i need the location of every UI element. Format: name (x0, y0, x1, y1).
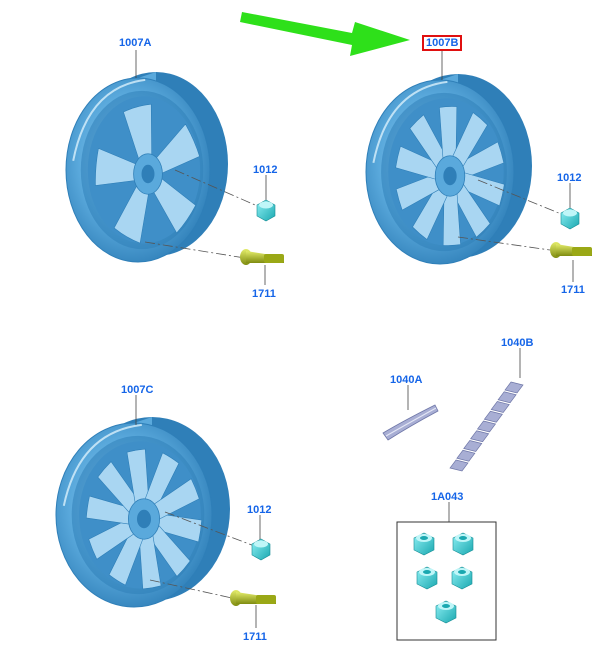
balance-weight-1040b (449, 381, 524, 472)
wheel-1007a (65, 72, 228, 263)
lock-nuts (413, 532, 474, 624)
lock-nut (416, 566, 438, 590)
wheel-1007b (365, 74, 532, 265)
label-1012-c: 1012 (247, 504, 272, 516)
lug-nut-1012-a (256, 199, 276, 222)
lock-nut (452, 532, 474, 556)
label-1012-b: 1012 (557, 172, 582, 184)
label-1040a: 1040A (390, 374, 423, 386)
pointer-arrow (240, 12, 410, 56)
lug-nut-1012-c (251, 538, 271, 561)
wheel-bolt-1711-a (240, 249, 284, 265)
wheel-1007c (55, 417, 230, 608)
label-1711-b: 1711 (561, 284, 585, 296)
wheel-bolt-1711-b (550, 242, 592, 258)
label-1a043: 1A043 (431, 491, 464, 503)
wheel-bolt-1711-c (230, 590, 276, 606)
balance-weight-1040a (382, 404, 439, 441)
dash-lines (144, 169, 567, 599)
label-1007a: 1007A (119, 37, 152, 49)
label-1711-c: 1711 (243, 631, 267, 643)
lock-nut (413, 532, 435, 556)
label-1007b: 1007B (422, 35, 463, 51)
lock-nut (451, 566, 473, 590)
label-1711-a: 1711 (252, 288, 276, 300)
lug-nut-1012-b (560, 207, 580, 230)
label-1007c: 1007C (121, 384, 154, 396)
label-1012-a: 1012 (253, 164, 278, 176)
label-1040b: 1040B (501, 337, 534, 349)
leader-lines (135, 50, 574, 628)
lock-nut (435, 600, 457, 624)
